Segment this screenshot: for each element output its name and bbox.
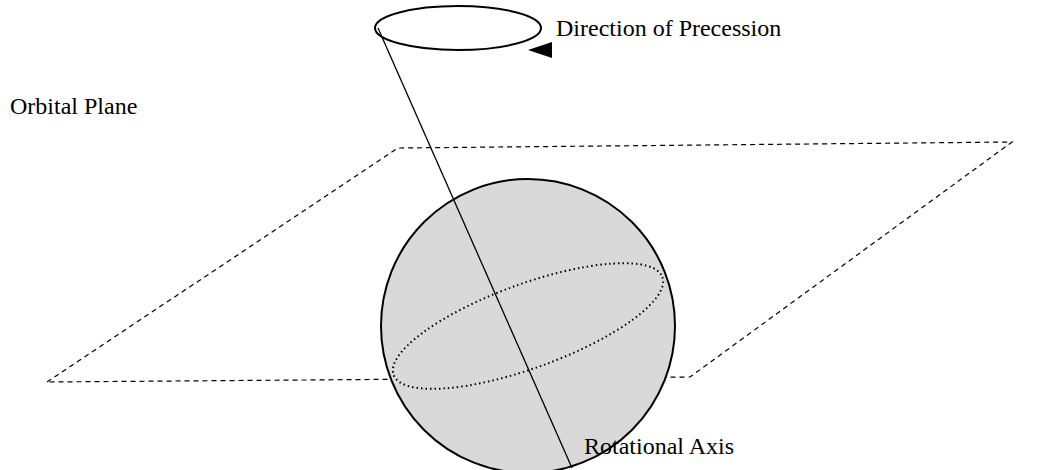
precession-label: Direction of Precession (556, 14, 781, 42)
precession-circle (375, 6, 541, 50)
axis-label: Rotational Axis (584, 432, 734, 460)
plane-label: Orbital Plane (10, 92, 137, 120)
planet-sphere (381, 179, 675, 470)
precession-arrowhead (528, 42, 552, 58)
rotational-axis-line (378, 28, 572, 468)
equator (379, 238, 676, 415)
